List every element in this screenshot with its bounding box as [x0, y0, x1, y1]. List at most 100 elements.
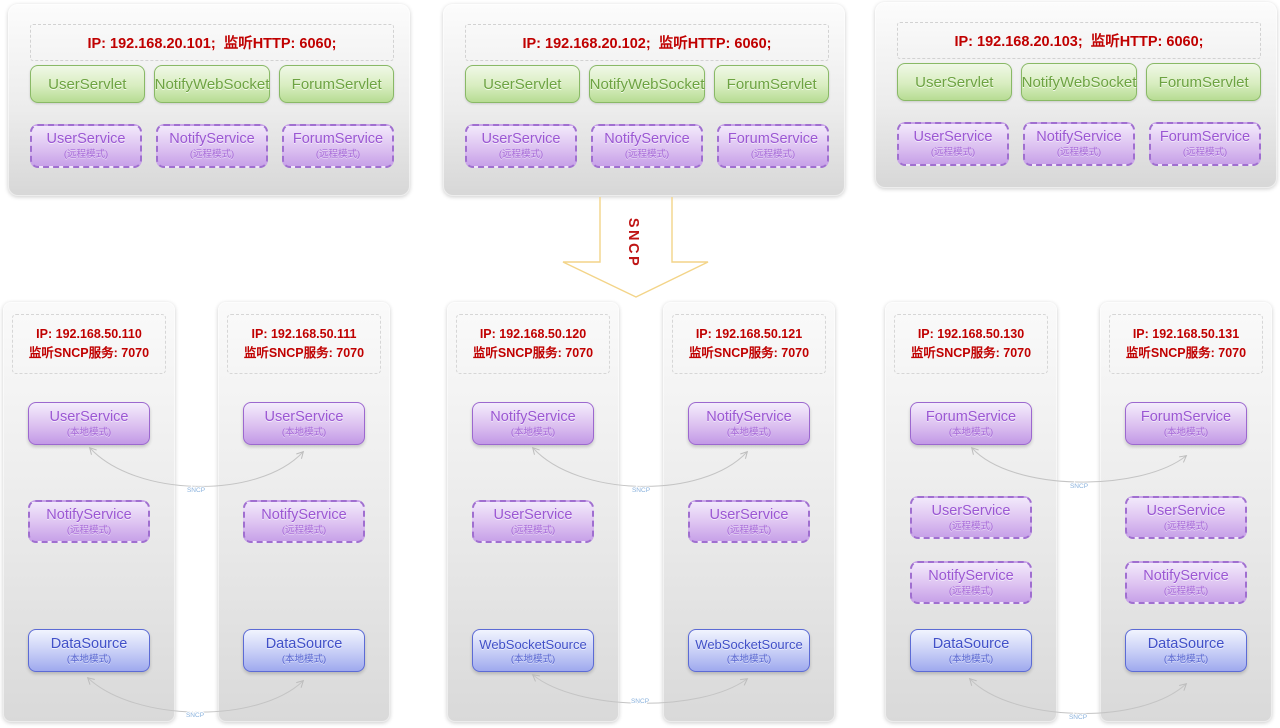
node-ip-banner: IP: 192.168.50.111 监听SNCP服务: 7070 — [227, 314, 381, 374]
service-name: UserService — [264, 408, 344, 425]
service-name: NotifyService — [1143, 567, 1229, 584]
service-box: WebSocketSource(本地模式) — [688, 629, 810, 672]
servlet-box: NotifyWebSocket — [1020, 63, 1138, 101]
service-name: NotifyService — [604, 131, 690, 147]
node-ip-banner: IP: 192.168.50.110 监听SNCP服务: 7070 — [12, 314, 166, 374]
node-ip-banner: IP: 192.168.50.130 监听SNCP服务: 7070 — [894, 314, 1048, 374]
service-mode: (本地模式) — [1163, 653, 1209, 665]
sncp-arrow-label: SNCP — [625, 218, 641, 268]
service-mode: (远程模式) — [948, 585, 994, 597]
service-box: UserService(远程模式) — [688, 500, 810, 543]
connector-label: SNCP — [1070, 483, 1088, 490]
node-ip-line2: 监听SNCP服务: 7070 — [688, 346, 810, 360]
service-mode: (远程模式) — [66, 524, 112, 536]
remote-service-row: UserService (远程模式) NotifyService (远程模式) Foru… — [465, 124, 829, 168]
connector-label: SNCP — [187, 487, 205, 494]
service-name: NotifyService — [46, 506, 132, 523]
service-box: WebSocketSource(本地模式) — [472, 629, 594, 672]
service-node-card-2: IP: 192.168.50.111 监听SNCP服务: 7070 UserSe… — [218, 302, 390, 722]
servlet-box: ForumServlet — [714, 65, 829, 103]
service-name: DataSource — [50, 635, 128, 652]
service-mode: (远程模式) — [189, 149, 235, 160]
service-name: UserService — [1146, 502, 1226, 519]
service-mode: (本地模式) — [726, 426, 772, 438]
web-server-card-1: IP: 192.168.20.101; 监听HTTP: 6060; UserSe… — [8, 4, 410, 196]
service-mode: (本地模式) — [510, 426, 556, 438]
node-ip-line2: 监听SNCP服务: 7070 — [28, 346, 150, 360]
service-name: ForumService — [1159, 129, 1251, 145]
service-mode: (远程模式) — [930, 147, 976, 158]
service-mode: (远程模式) — [1056, 147, 1102, 158]
servlet-box: UserServlet — [30, 65, 145, 103]
remote-service-box: UserService (远程模式) — [465, 124, 577, 168]
node-ip-line1: IP: 192.168.50.130 — [917, 327, 1025, 341]
service-mode: (远程模式) — [510, 524, 556, 536]
remote-service-box: NotifyService(远程模式) — [156, 124, 268, 168]
service-box: ForumService(本地模式) — [910, 402, 1032, 445]
web-server-card-2: IP: 192.168.20.102; 监听HTTP: 6060; UserSe… — [443, 4, 845, 196]
service-node-card-1: IP: 192.168.50.110 监听SNCP服务: 7070 UserSe… — [3, 302, 175, 722]
servlet-box: ForumServlet — [279, 65, 394, 103]
service-box: NotifyService(本地模式) — [688, 402, 810, 445]
service-name: UserService — [46, 131, 126, 147]
service-name: DataSource — [932, 635, 1010, 652]
service-mode: (本地模式) — [948, 653, 994, 665]
service-mode: (远程模式) — [726, 524, 772, 536]
service-box: UserService(远程模式) — [472, 500, 594, 543]
node-ip-line1: IP: 192.168.50.131 — [1132, 327, 1240, 341]
service-node-card-6: IP: 192.168.50.131 监听SNCP服务: 7070 ForumS… — [1100, 302, 1272, 722]
remote-service-box: ForumService(远程模式) — [282, 124, 394, 168]
remote-service-box: UserService(远程模式) — [897, 122, 1009, 166]
service-box: NotifyService(远程模式) — [243, 500, 365, 543]
service-box: UserService(本地模式) — [243, 402, 365, 445]
service-name: ForumService — [727, 131, 819, 147]
service-box: NotifyService(远程模式) — [1125, 561, 1247, 604]
connector-label: SNCP — [186, 712, 204, 719]
node-ip-line1: IP: 192.168.50.110 — [36, 327, 142, 341]
servlet-box: ForumServlet — [1146, 63, 1261, 101]
service-mode: (本地模式) — [510, 653, 556, 665]
remote-service-box: ForumService(远程模式) — [1149, 122, 1261, 166]
service-mode: (本地模式) — [281, 426, 327, 438]
remote-service-box: UserService(远程模式) — [30, 124, 142, 168]
service-box: NotifyService(远程模式) — [28, 500, 150, 543]
service-node-card-5: IP: 192.168.50.130 监听SNCP服务: 7070 ForumS… — [885, 302, 1057, 722]
service-node-card-4: IP: 192.168.50.121 监听SNCP服务: 7070 Notify… — [663, 302, 835, 722]
service-mode: (远程模式) — [1163, 520, 1209, 532]
service-name: NotifyService — [1036, 129, 1122, 145]
service-box: UserService(本地模式) — [28, 402, 150, 445]
service-box: UserService(远程模式) — [1125, 496, 1247, 539]
servlet-box: UserServlet — [465, 65, 580, 103]
service-box: NotifyService(本地模式) — [472, 402, 594, 445]
node-ip-line2: 监听SNCP服务: 7070 — [910, 346, 1032, 360]
remote-service-box: NotifyService (远程模式) — [1023, 122, 1135, 166]
connector-label: SNCP — [1069, 714, 1087, 721]
node-ip-line2: 监听SNCP服务: 7070 — [243, 346, 365, 360]
service-mode: (远程模式) — [948, 520, 994, 532]
web-server-card-3: IP: 192.168.20.103; 监听HTTP: 6060; UserSe… — [875, 2, 1277, 188]
service-name: NotifyService — [261, 506, 347, 523]
service-name: UserService — [481, 131, 561, 147]
service-name: DataSource — [265, 635, 343, 652]
remote-service-row: UserService(远程模式)NotifyService(远程模式)Foru… — [30, 124, 394, 168]
node-ip-banner: IP: 192.168.50.131 监听SNCP服务: 7070 — [1109, 314, 1263, 374]
connector-label: SNCP — [632, 487, 650, 494]
service-mode: (远程模式) — [1163, 585, 1209, 597]
service-name: ForumService — [925, 408, 1017, 425]
servlet-box: UserServlet — [897, 63, 1012, 101]
service-mode: (远程模式) — [315, 149, 361, 160]
service-box: DataSource(本地模式) — [243, 629, 365, 672]
service-name: NotifyService — [706, 408, 792, 425]
node-ip-line1: IP: 192.168.50.121 — [695, 327, 803, 341]
node-ip-banner: IP: 192.168.50.121 监听SNCP服务: 7070 — [672, 314, 826, 374]
service-mode: (远程模式) — [498, 149, 544, 160]
node-ip-line2: 监听SNCP服务: 7070 — [472, 346, 594, 360]
sncp-arrow — [562, 197, 709, 298]
service-name: NotifyService — [928, 567, 1014, 584]
node-ip-line1: IP: 192.168.50.111 — [251, 327, 357, 341]
service-box: DataSource(本地模式) — [910, 629, 1032, 672]
service-mode: (本地模式) — [1163, 426, 1209, 438]
